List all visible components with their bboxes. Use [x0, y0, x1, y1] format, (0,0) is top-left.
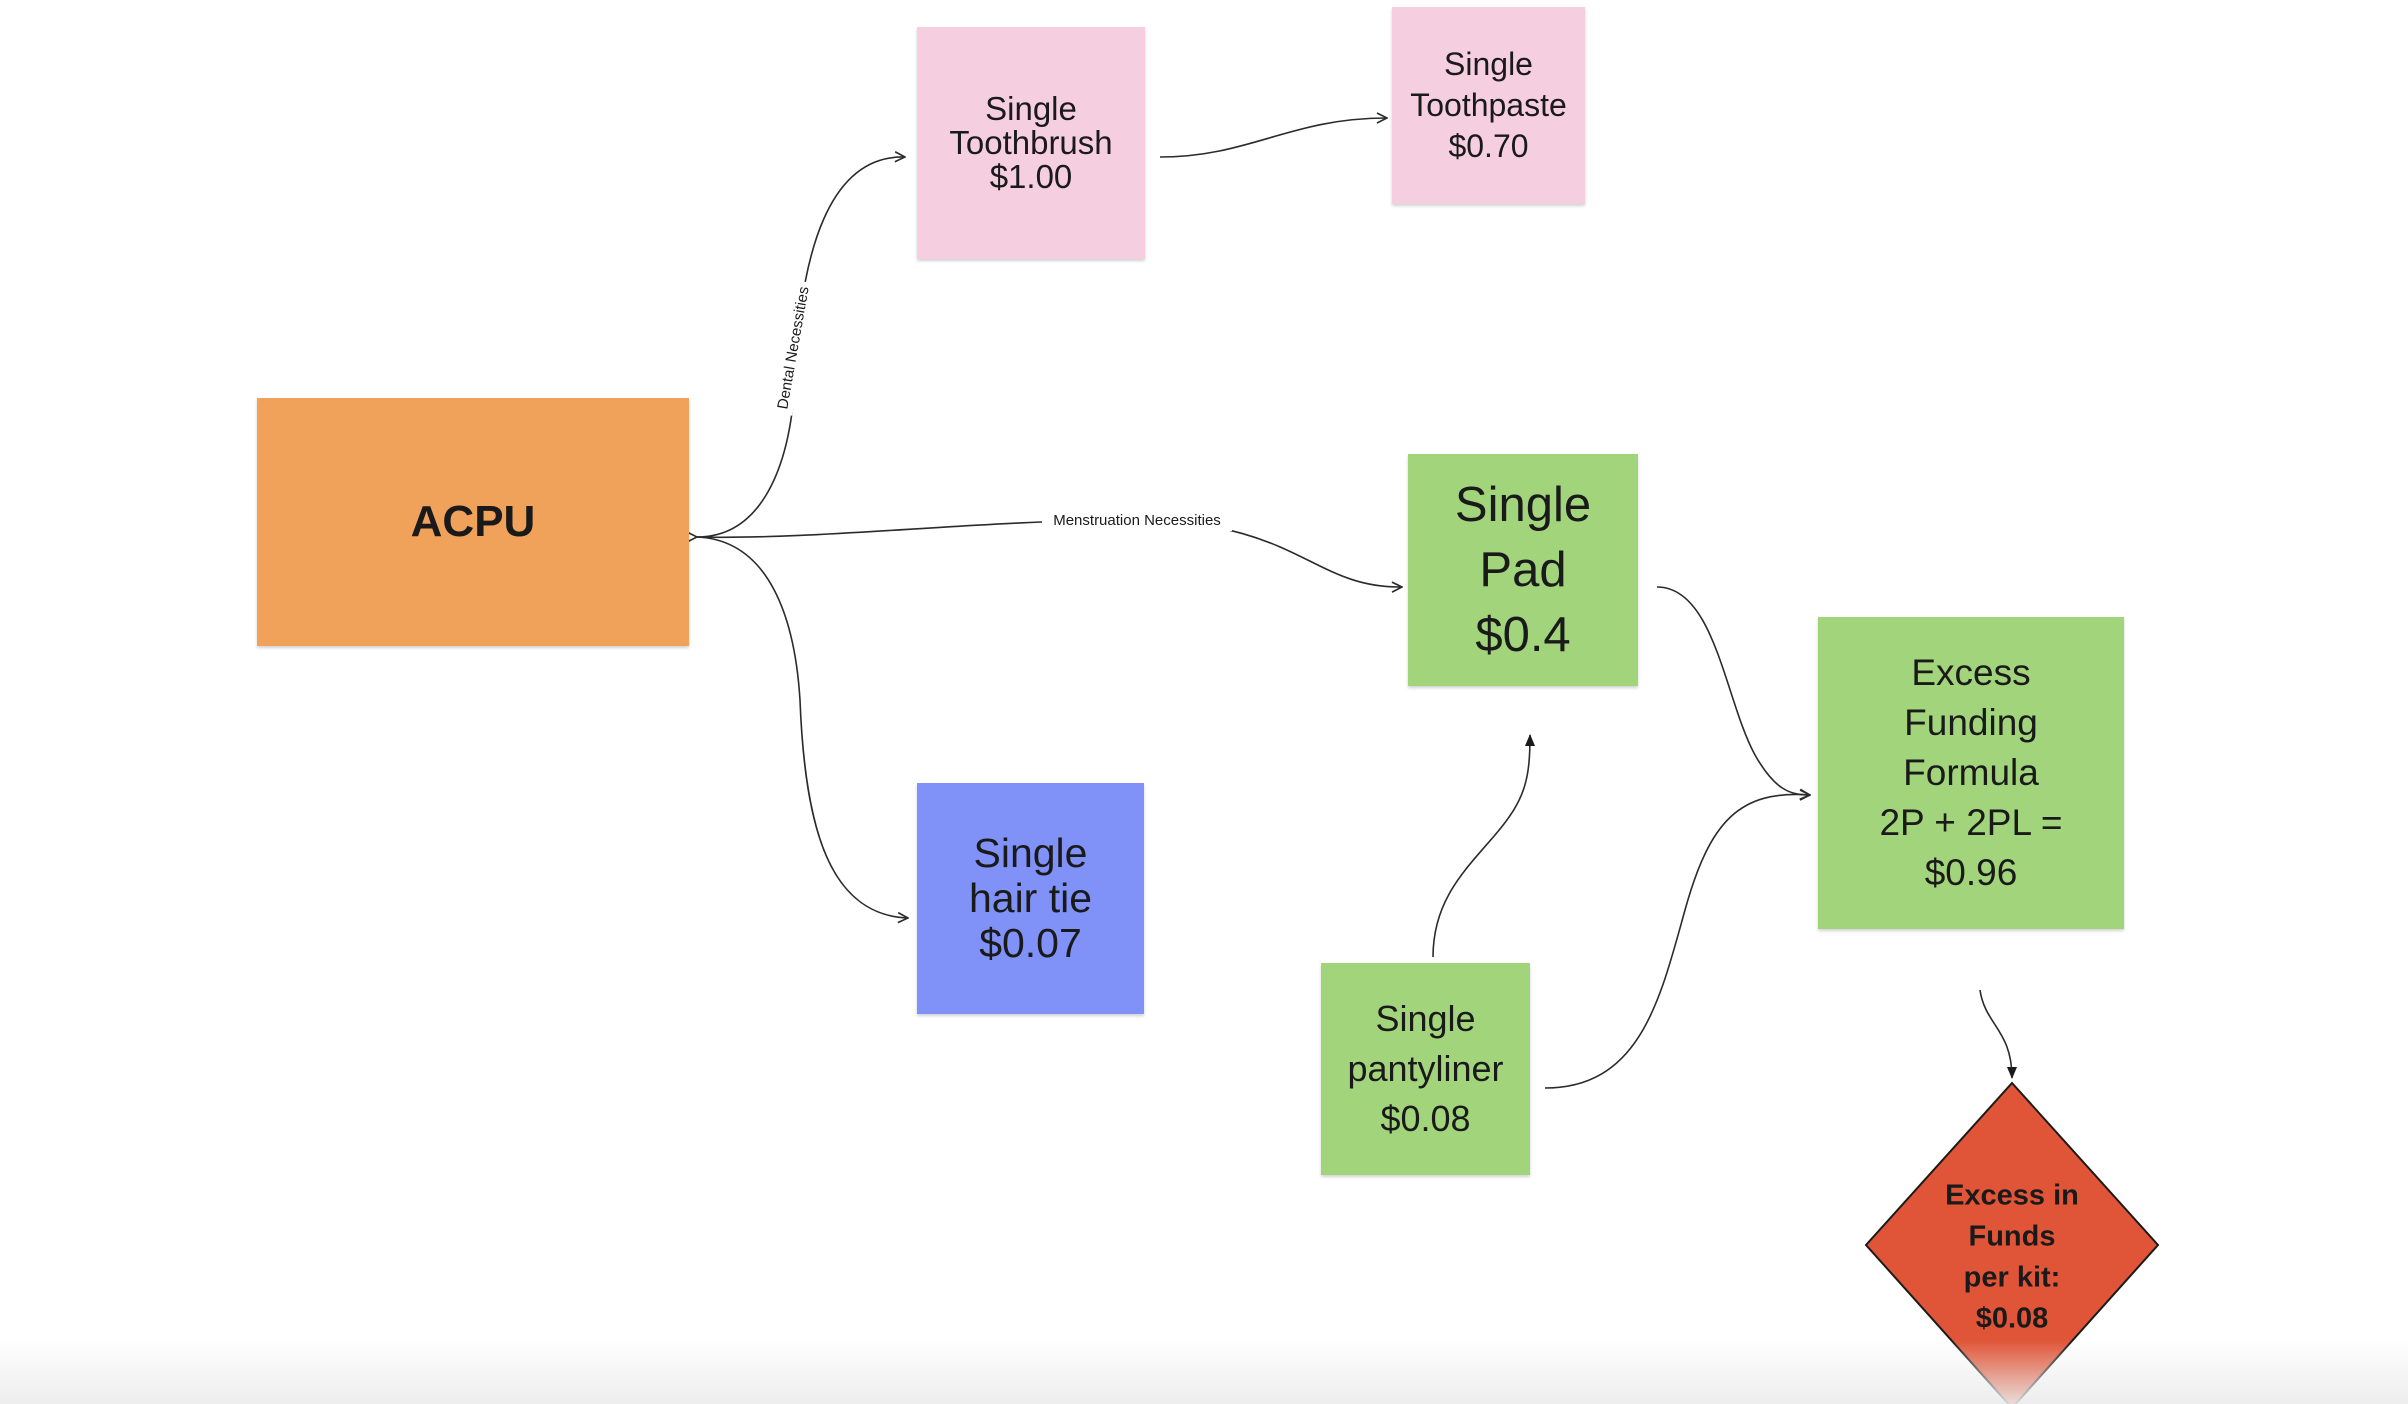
toothpaste-sticky-note[interactable]: Single Toothpaste $0.70 [1392, 7, 1585, 204]
excess-line-4: $0.08 [1976, 1303, 2049, 1335]
excess-line-3: per kit: [1964, 1262, 2061, 1294]
formula-line-3: Formula [1903, 752, 2039, 793]
canvas-bottom-edge [0, 1340, 2408, 1404]
connector-pantyliner-formula[interactable] [1544, 794, 1810, 1089]
hairtie-line-2: hair tie [968, 875, 1093, 921]
connector-toothbrush-toothpaste[interactable] [1159, 118, 1387, 158]
edge-label-dental-text: Dental Necessities [774, 285, 812, 410]
acpu-label: ACPU [410, 497, 536, 546]
formula-total: $0.96 [1924, 852, 2018, 893]
toothbrush-price: $1.00 [989, 158, 1073, 195]
formula-line-1: Excess [1911, 652, 2031, 693]
pad-line-1: Single [1454, 477, 1592, 532]
pantyliner-line-2: pantyliner [1347, 1048, 1504, 1089]
toothpaste-line-1: Single [1444, 46, 1533, 82]
edge-label-menstruation-text: Menstruation Necessities [1053, 512, 1221, 529]
toothbrush-sticky-note[interactable]: Single Toothbrush $1.00 [917, 27, 1145, 259]
hairtie-sticky-note[interactable]: Single hair tie $0.07 [917, 783, 1144, 1014]
connector-pantyliner-pad[interactable] [1432, 734, 1535, 958]
connector-formula-excess[interactable] [1979, 989, 2017, 1079]
formula-line-4: 2P + 2PL = [1879, 802, 2063, 843]
hairtie-price: $0.07 [979, 920, 1082, 966]
toothpaste-price: $0.70 [1448, 128, 1529, 164]
pantyliner-sticky-note[interactable]: Single pantyliner $0.08 [1321, 963, 1530, 1175]
excess-funds-diamond[interactable]: Excess in Funds per kit: $0.08 [1864, 1081, 2160, 1404]
toothbrush-line-2: Toothbrush [949, 124, 1113, 161]
excess-line-2: Funds [1969, 1221, 2056, 1253]
excess-line-1: Excess in [1945, 1180, 2079, 1212]
formula-line-2: Funding [1904, 702, 2038, 743]
toothpaste-line-2: Toothpaste [1410, 87, 1567, 123]
pad-sticky-note[interactable]: Single Pad $0.4 [1408, 454, 1638, 686]
formula-sticky-note[interactable]: Excess Funding Formula 2P + 2PL = $0.96 [1818, 617, 2124, 929]
toothbrush-line-1: Single [985, 90, 1077, 127]
connector-acpu-hairtie[interactable] [696, 536, 908, 918]
acpu-sticky-note[interactable]: ACPU [257, 398, 689, 646]
edge-label-dental: Dental Necessities [772, 280, 816, 416]
pantyliner-line-1: Single [1375, 998, 1476, 1039]
pad-line-2: Pad [1479, 542, 1567, 597]
edge-label-menstruation: Menstruation Necessities [1042, 511, 1232, 531]
hairtie-line-1: Single [973, 830, 1088, 876]
connector-pad-formula[interactable] [1656, 586, 1810, 795]
pantyliner-price: $0.08 [1380, 1098, 1471, 1139]
pad-price: $0.4 [1475, 607, 1571, 662]
